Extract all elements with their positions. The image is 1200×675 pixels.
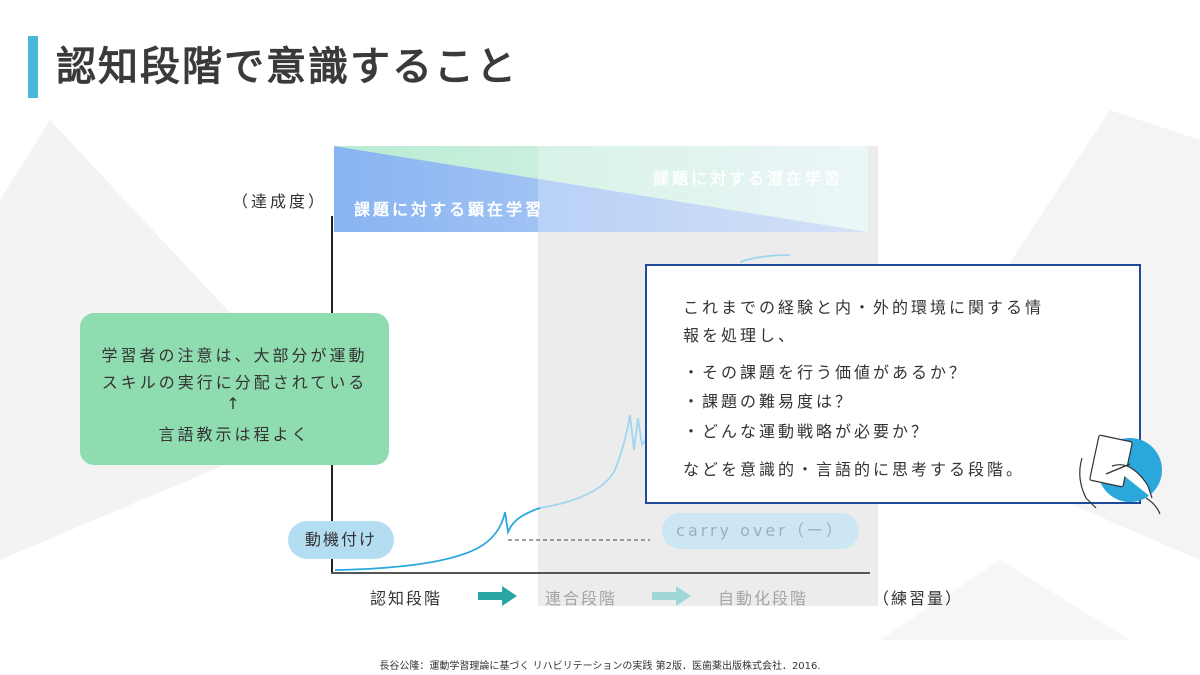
info-line-2: 報を処理し、 [683, 326, 798, 345]
motivation-label: 動機付け [288, 521, 394, 559]
carry-over-label: carry over（ー） [662, 513, 859, 549]
page-title: 認知段階で意識すること [56, 44, 518, 90]
x-axis-label: （練習量） [873, 589, 964, 608]
citation-footnote: 長谷公隆：運動学習理論に基づく リハビリテーションの実践 第2版．医歯薬出版株式… [379, 661, 821, 672]
stage-cognitive: 認知段階 [370, 589, 443, 608]
implicit-learning-label: 課題に対する潜在学習 [653, 169, 844, 188]
info-bullet-3: ・どんな運動戦略が必要か？ [683, 422, 931, 441]
learning-curve-cognitive [334, 507, 541, 571]
info-bullet-2: ・課題の難易度は？ [683, 392, 855, 411]
stage-associative: 連合段階 [545, 589, 618, 608]
attention-note-line-3: 言語教示は程よく [158, 425, 311, 444]
stage-arrow-2-shaft [652, 592, 678, 600]
attention-note-line-2: スキルの実行に分配されている [101, 373, 368, 392]
explicit-learning-band [334, 146, 868, 232]
info-line-1: これまでの経験と内・外的環境に関する情 [683, 298, 1045, 317]
info-bullet-1: ・その課題を行う価値があるか？ [683, 363, 969, 382]
up-arrow: ↑ [226, 394, 243, 413]
y-axis-label: （達成度） [232, 192, 328, 211]
explicit-learning-label: 課題に対する顕在学習 [354, 200, 545, 219]
stage-arrow-2-head [676, 586, 691, 606]
info-conclusion: などを意識的・言語的に思考する段階。 [683, 460, 1026, 479]
title-accent-bar [28, 36, 38, 98]
stage-arrow-1-shaft [478, 592, 504, 600]
band-overlay-light [538, 146, 868, 232]
attention-note-box [80, 313, 389, 465]
writing-hand-illustration [1079, 434, 1162, 515]
stage-autonomous: 自動化段階 [718, 589, 809, 608]
stage-arrow-1-head [502, 586, 517, 606]
attention-note-line-1: 学習者の注意は、大部分が運動 [101, 346, 368, 365]
cognitive-stage-info-box [645, 264, 1141, 504]
